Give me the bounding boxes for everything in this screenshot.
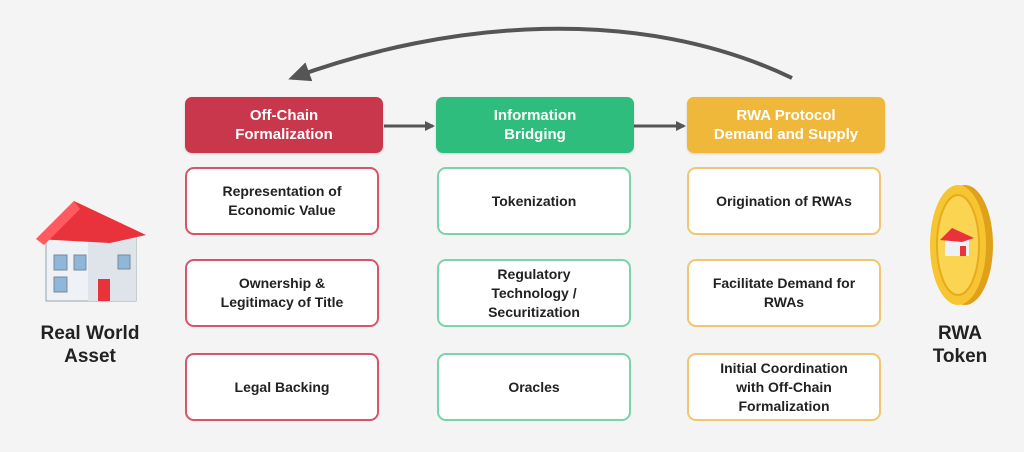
house-icon [36, 201, 146, 302]
header-offchain-formalization: Off-Chain Formalization [185, 97, 383, 153]
header-information-bridging: Information Bridging [436, 97, 634, 153]
real-world-asset-label: Real World Asset [40, 323, 140, 367]
rwa-token-label: RWA Token [932, 323, 988, 367]
item-tokenization: Tokenization [437, 167, 631, 235]
feedback-arrow [288, 26, 793, 82]
item-ownership-legitimacy-of-title: Ownership & Legitimacy of Title [185, 259, 379, 327]
item-legal-backing: Legal Backing [185, 353, 379, 421]
gold-coin-icon [930, 185, 993, 305]
item-representation-of-economic-value: Representation of Economic Value [185, 167, 379, 235]
item-initial-coordination-offchain: Initial Coordination with Off-Chain Form… [687, 353, 881, 421]
item-origination-of-rwas: Origination of RWAs [687, 167, 881, 235]
item-regulatory-technology-securitization: Regulatory Technology / Securitization [437, 259, 631, 327]
item-oracles: Oracles [437, 353, 631, 421]
header-rwa-protocol-demand-supply: RWA Protocol Demand and Supply [687, 97, 885, 153]
item-facilitate-demand-for-rwas: Facilitate Demand for RWAs [687, 259, 881, 327]
